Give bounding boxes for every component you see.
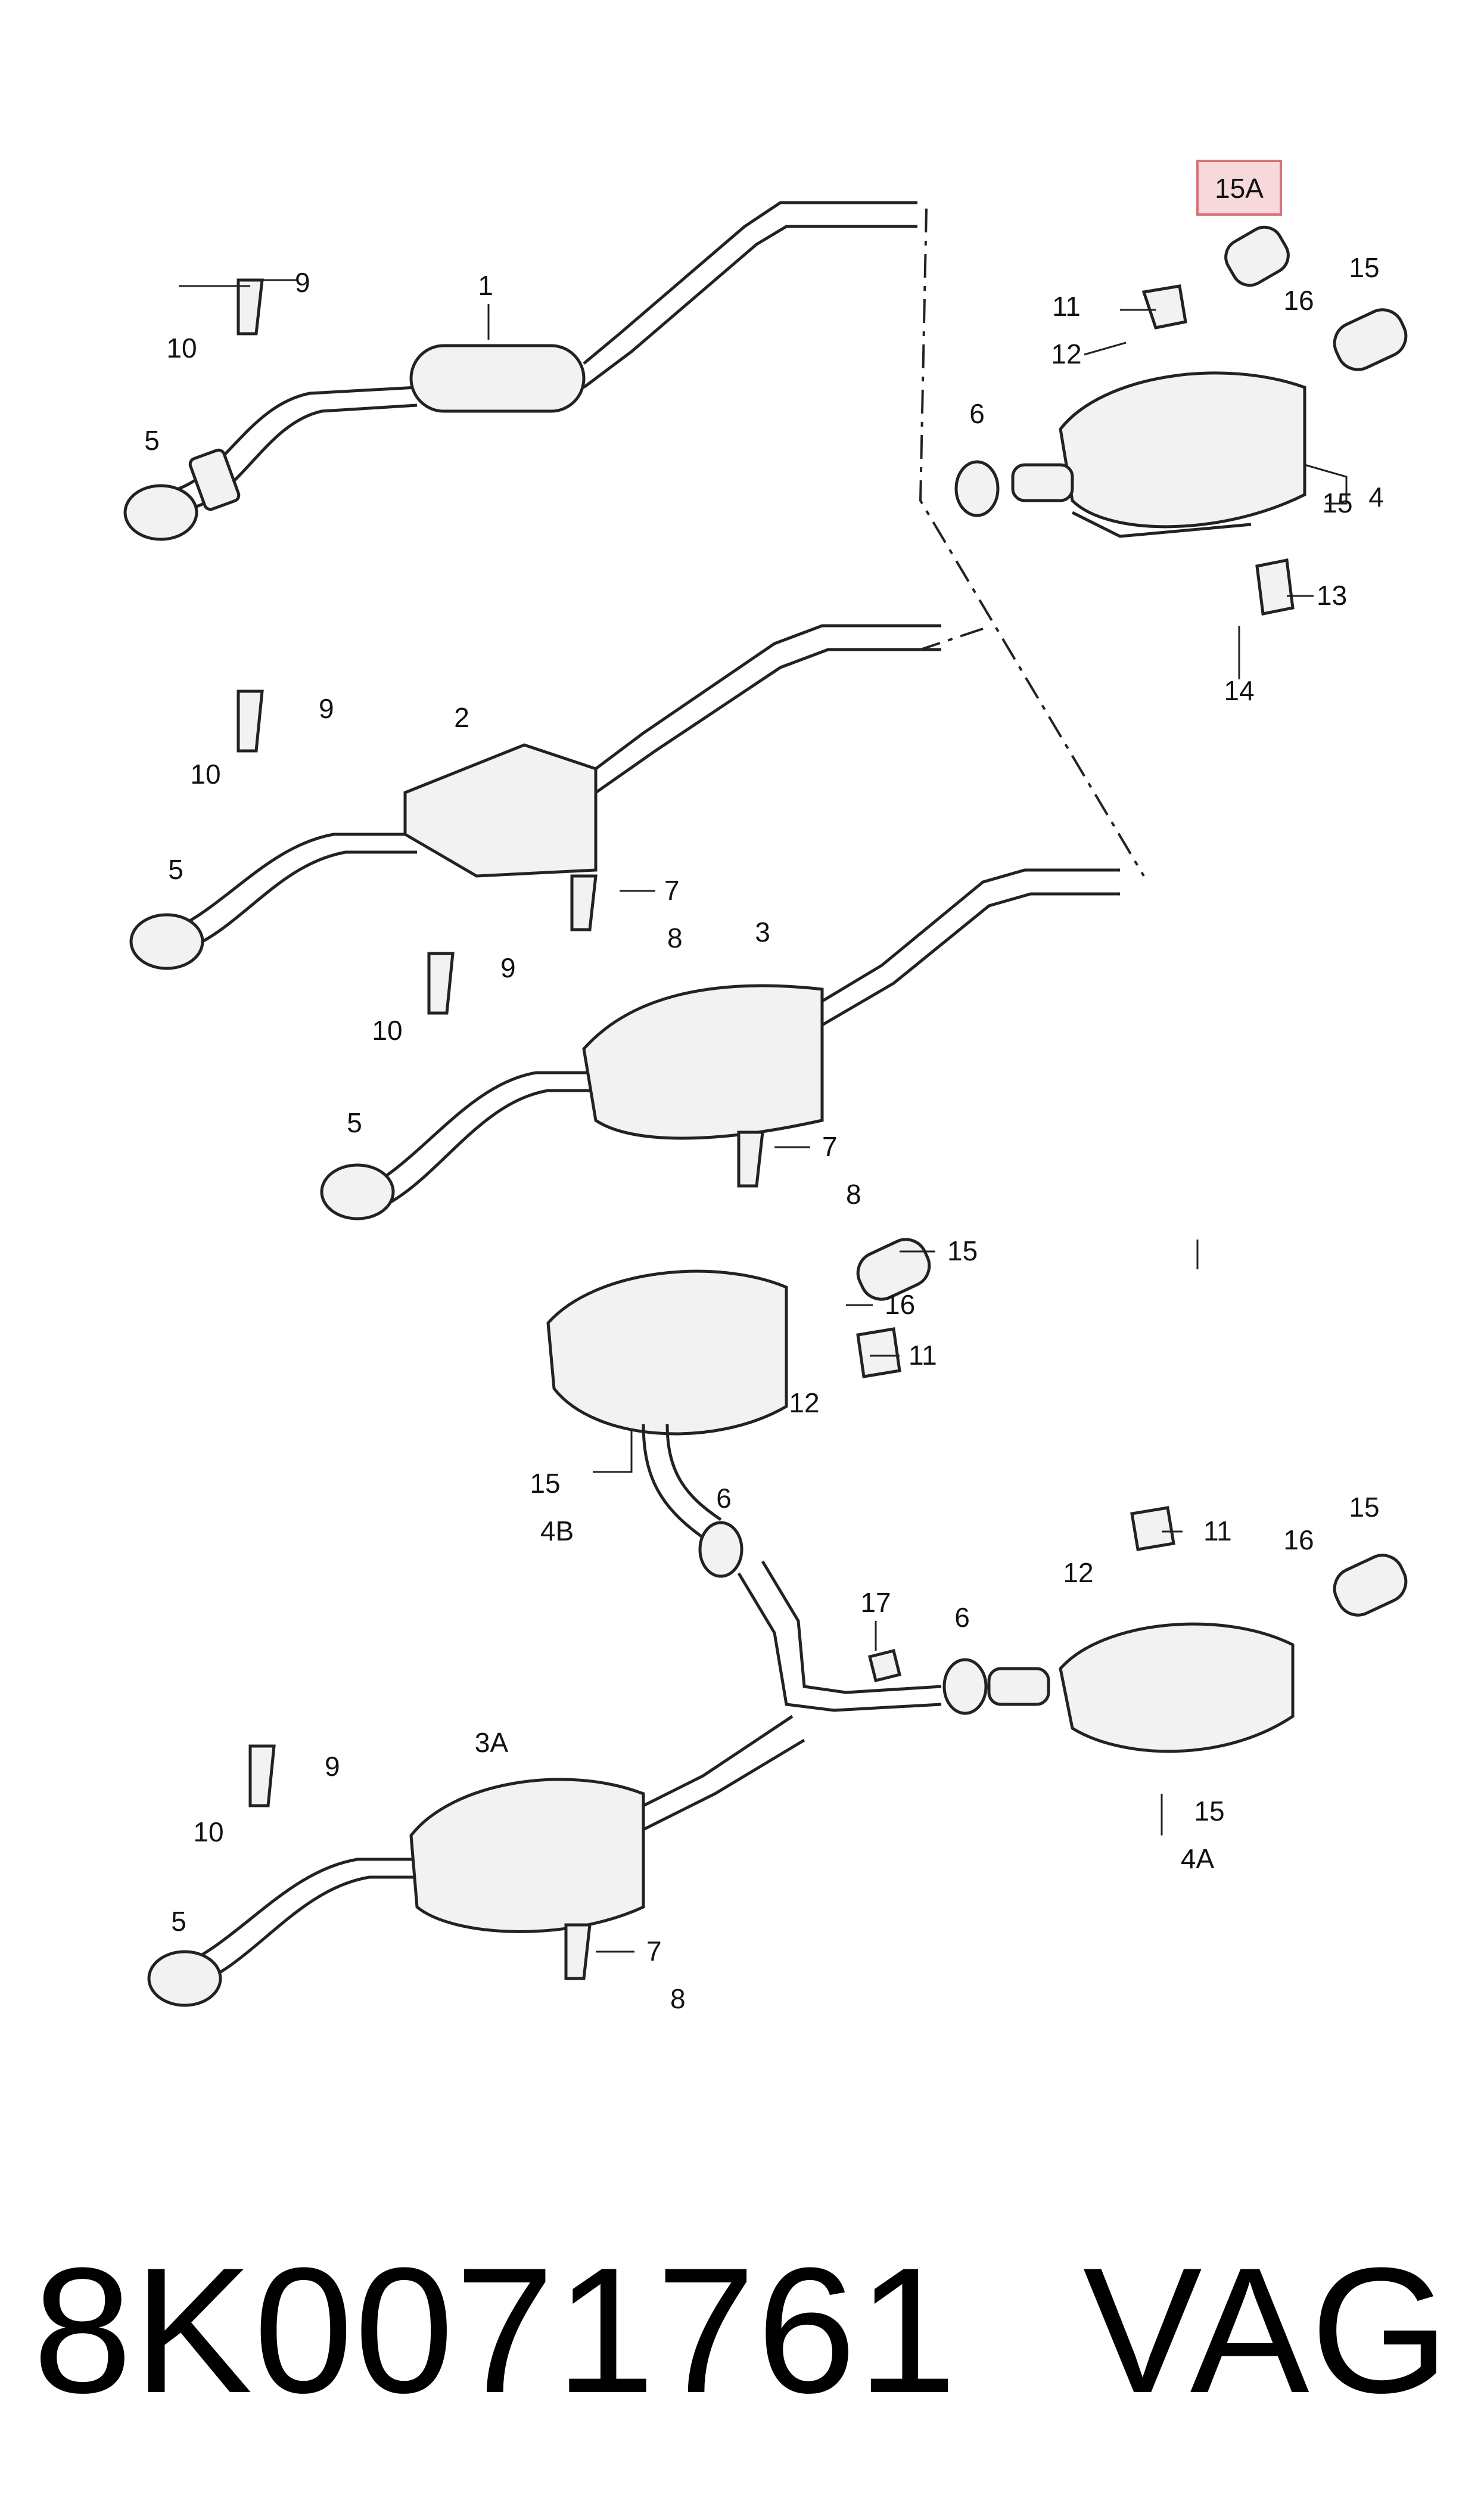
label-5c: 5 (347, 1107, 362, 1138)
clamp-5a (123, 484, 198, 541)
exhaust-diagram: 15A 1 2 3 3A 4 4A 4B 5 5 5 5 6 6 6 7 7 7… (123, 160, 1408, 2014)
label-3A: 3A (475, 1727, 509, 1758)
label-15A-highlight: 15A (1215, 173, 1264, 204)
centre-silencer (403, 743, 598, 878)
clamp-5b (129, 913, 204, 970)
label-1: 1 (478, 270, 493, 301)
tailpipe-15b (856, 1238, 931, 1301)
tailpipe-15c (1333, 1554, 1408, 1617)
tailpipe-15a (1333, 308, 1408, 371)
label-11b: 11 (909, 1340, 937, 1371)
label-16c: 16 (1283, 1524, 1314, 1555)
rear-silencer-4B (546, 1269, 788, 1436)
label-15f: 15 (1194, 1796, 1224, 1827)
label-7c: 7 (646, 1936, 662, 1967)
label-16a: 16 (1283, 285, 1314, 316)
clamp-6c (942, 1658, 988, 1715)
assembly-rear-silencer-4 (954, 225, 1408, 616)
label-16b: 16 (885, 1289, 915, 1320)
assembly-centre-silencer-2 (129, 624, 941, 970)
front-silencer (409, 344, 586, 413)
label-11c: 11 (1203, 1515, 1232, 1546)
label-15e: 15 (1349, 1492, 1379, 1523)
assembly-rear-silencer-3 (320, 868, 1120, 1220)
assembly-rear-silencer-4B (546, 1238, 931, 1578)
label-17: 17 (860, 1587, 891, 1618)
label-8b: 8 (846, 1179, 861, 1210)
label-10c: 10 (372, 1015, 402, 1046)
rear-silencer-3A (409, 1778, 645, 1933)
label-7b: 7 (822, 1131, 838, 1162)
label-9d: 9 (325, 1751, 340, 1782)
label-6a: 6 (969, 398, 985, 429)
brand-label: VAG (1082, 2230, 1451, 2430)
clamp-6a (954, 460, 1000, 517)
label-15a: 15 (1349, 252, 1379, 283)
clamp-6b (698, 1521, 743, 1578)
label-14: 14 (1224, 675, 1254, 706)
label-5b: 5 (168, 854, 183, 885)
label-10b: 10 (190, 759, 220, 790)
assembly-rear-silencer-4A (737, 1506, 1408, 1753)
footer: 8K0071761 VAG (33, 2241, 1451, 2419)
label-9a: 9 (295, 267, 310, 298)
label-7a: 7 (664, 875, 680, 906)
label-6c: 6 (954, 1602, 970, 1633)
label-2: 2 (454, 702, 469, 733)
rear-silencer-4A (1059, 1622, 1295, 1753)
label-4: 4 (1368, 482, 1384, 513)
label-9b: 9 (319, 693, 334, 724)
label-12c: 12 (1063, 1557, 1093, 1588)
highlight-box (1196, 160, 1282, 216)
label-10a: 10 (166, 333, 197, 364)
label-5a: 5 (144, 425, 160, 456)
tailpipe-15A-insert (1224, 225, 1290, 287)
clamp-5d (147, 1950, 222, 2007)
label-8a: 8 (667, 923, 683, 953)
label-10d: 10 (193, 1816, 223, 1847)
label-6b: 6 (716, 1483, 732, 1514)
label-13: 13 (1317, 580, 1347, 611)
rear-silencer-4 (1059, 371, 1306, 529)
label-12b: 12 (789, 1387, 819, 1418)
label-15c: 15 (947, 1235, 978, 1266)
label-4B: 4B (540, 1515, 574, 1546)
clamp-5c (320, 1163, 395, 1220)
assembly-rear-silencer-3A (147, 1714, 805, 2007)
label-9c: 9 (500, 952, 516, 983)
part-number: 8K0071761 (33, 2230, 958, 2430)
label-11a: 11 (1052, 291, 1081, 322)
dash-connector-mid (920, 628, 984, 651)
label-15d: 15 (530, 1468, 560, 1499)
rear-silencer (582, 984, 824, 1140)
assembly-front-silencer-1 (123, 201, 917, 541)
label-8c: 8 (670, 1983, 686, 2014)
dash-connector-right (919, 208, 1145, 877)
label-5d: 5 (171, 1906, 186, 1937)
label-3: 3 (755, 917, 770, 948)
label-4A: 4A (1181, 1843, 1215, 1874)
label-12a: 12 (1051, 338, 1081, 369)
